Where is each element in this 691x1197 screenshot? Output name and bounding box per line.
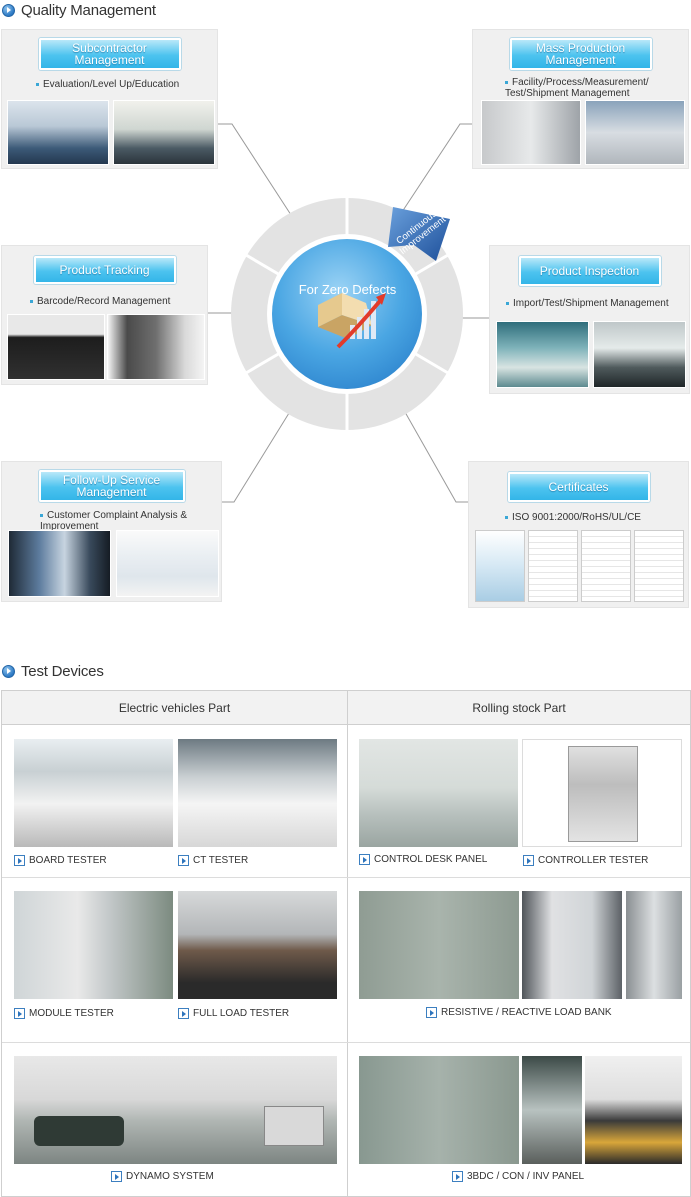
load-bank-cabinet-photo — [359, 891, 519, 999]
subcontractor-box: Subcontractor Management Evaluation/Leve… — [1, 29, 218, 169]
mass-production-box: Mass Production Management Facility/Proc… — [472, 29, 689, 169]
follow-up-box: Follow-Up Service Management Customer Co… — [1, 461, 222, 602]
certificate-iso-image — [475, 530, 525, 602]
follow-up-title: Follow-Up Service Management — [38, 470, 185, 502]
test-devices-heading: Test Devices — [2, 661, 104, 681]
product-tracking-title: Product Tracking — [33, 256, 176, 284]
test-equipment-photo — [593, 321, 686, 388]
play-icon — [111, 1171, 122, 1182]
load-bank-interior-photo — [522, 891, 622, 999]
facility-photo — [481, 100, 581, 165]
control-desk-panel-caption: CONTROL DESK PANEL — [359, 854, 487, 865]
play-icon — [359, 854, 370, 865]
certificate-rohs-image — [528, 530, 578, 602]
certificate-ce-image — [634, 530, 684, 602]
process-photo — [585, 100, 685, 165]
inverter-panel-photo — [585, 1056, 682, 1164]
full-load-tester-photo — [178, 891, 337, 999]
play-icon — [14, 1008, 25, 1019]
module-tester-caption: MODULE TESTER — [14, 1008, 114, 1019]
panel-caption: 3BDC / CON / INV PANEL — [452, 1171, 584, 1182]
circle-arrow-icon — [2, 664, 15, 678]
play-icon — [178, 1008, 189, 1019]
subcontractor-sub: Evaluation/Level Up/Education — [36, 79, 179, 90]
controller-tester-caption: CONTROLLER TESTER — [523, 855, 648, 866]
product-inspection-box: Product Inspection Import/Test/Shipment … — [489, 245, 690, 394]
product-tracking-box: Product Tracking Barcode/Record Manageme… — [1, 245, 208, 385]
software-screens-photo — [116, 530, 219, 597]
growth-chart-icon — [318, 293, 386, 349]
board-tester-photo — [14, 739, 173, 847]
subcontractor-title: Subcontractor Management — [38, 38, 181, 70]
inspection-photo — [496, 321, 589, 388]
load-bank-side-photo — [626, 891, 682, 999]
center-label: For Zero Defects — [298, 282, 397, 297]
control-desk-panel-photo — [359, 739, 518, 847]
certificates-box: Certificates ISO 9001:2000/RoHS/UL/CE — [468, 461, 689, 608]
circle-arrow-icon — [2, 3, 15, 17]
mass-production-sub: Facility/Process/Measurement/ Test/Shipm… — [505, 77, 649, 99]
play-icon — [14, 855, 25, 866]
ct-tester-caption: CT TESTER — [178, 855, 248, 866]
product-tracking-sub: Barcode/Record Management — [30, 296, 170, 307]
header-electric-vehicles: Electric vehicles Part — [2, 691, 347, 725]
section-title: Quality Management — [21, 1, 156, 19]
quality-management-heading: Quality Management — [2, 0, 156, 20]
header-rolling-stock: Rolling stock Part — [348, 691, 690, 725]
load-bank-caption: RESISTIVE / REACTIVE LOAD BANK — [426, 1007, 612, 1018]
monitoring-photo — [8, 530, 111, 597]
panel-interior-photo — [522, 1056, 582, 1164]
certificates-sub: ISO 9001:2000/RoHS/UL/CE — [505, 512, 641, 523]
section-title: Test Devices — [21, 662, 104, 680]
play-icon — [452, 1171, 463, 1182]
product-inspection-title: Product Inspection — [518, 256, 661, 286]
label-printer-photo — [107, 314, 205, 380]
dynamo-system-photo — [14, 1056, 337, 1164]
certificates-title: Certificates — [507, 472, 650, 502]
certificate-ul-image — [581, 530, 631, 602]
barcode-reader-photo — [7, 314, 105, 380]
board-tester-caption: BOARD TESTER — [14, 855, 107, 866]
full-load-tester-caption: FULL LOAD TESTER — [178, 1008, 289, 1019]
panel-cabinet-photo — [359, 1056, 519, 1164]
product-inspection-sub: Import/Test/Shipment Management — [506, 298, 669, 309]
education-photo — [113, 100, 215, 165]
controller-tester-photo — [522, 739, 682, 847]
play-icon — [426, 1007, 437, 1018]
play-icon — [178, 855, 189, 866]
mass-production-title: Mass Production Management — [509, 38, 652, 70]
play-icon — [523, 855, 534, 866]
follow-up-sub: Customer Complaint Analysis & Improvemen… — [40, 510, 188, 532]
ct-tester-photo — [178, 739, 337, 847]
test-devices-table: Electric vehicles Part Rolling stock Par… — [1, 690, 691, 1197]
seminar-photo — [7, 100, 109, 165]
zero-defects-wheel — [231, 197, 463, 431]
dynamo-system-caption: DYNAMO SYSTEM — [111, 1171, 214, 1182]
module-tester-photo — [14, 891, 173, 999]
